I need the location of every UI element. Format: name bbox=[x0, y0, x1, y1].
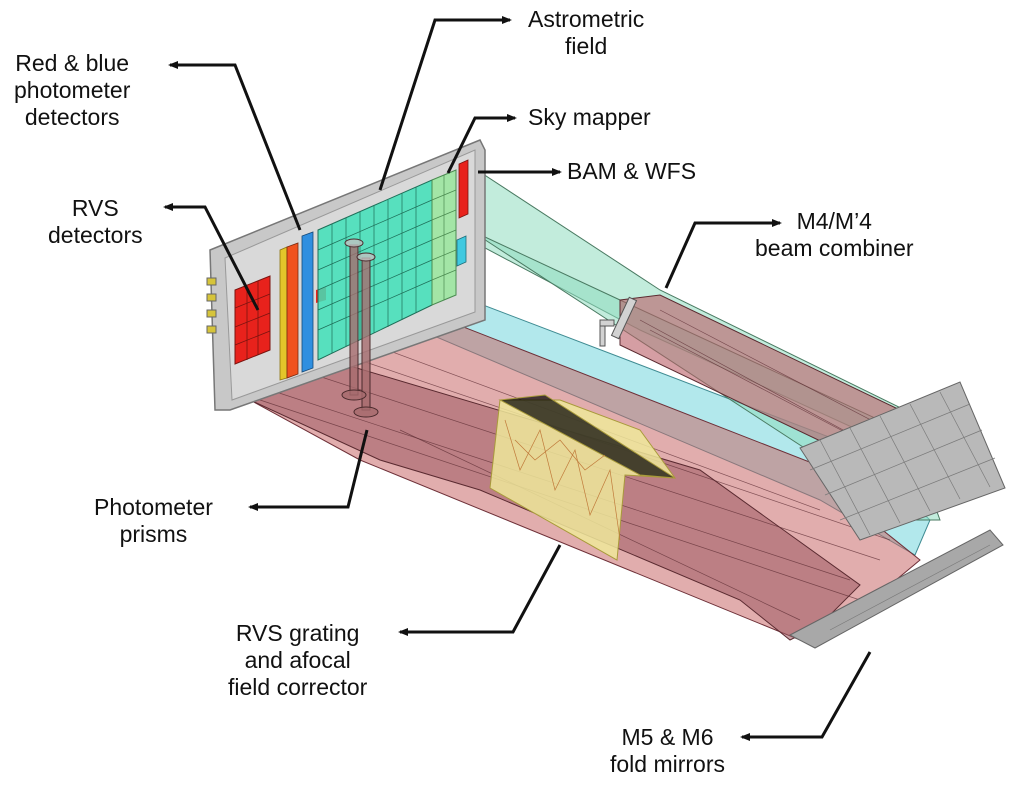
rp-ccd-strip bbox=[286, 242, 299, 379]
label-line: photometer bbox=[14, 77, 131, 103]
label-sky-mapper: Sky mapper bbox=[528, 104, 651, 131]
m6-mirror bbox=[788, 529, 1004, 649]
focal-plane-assembly bbox=[206, 139, 486, 418]
label-line: Red & blue bbox=[15, 50, 130, 76]
label-line: M4/M’4 bbox=[796, 208, 872, 234]
label-line: Sky mapper bbox=[528, 104, 651, 130]
m4-beam-combiner bbox=[599, 296, 638, 347]
bp-ccd-strip bbox=[301, 231, 314, 373]
label-astrometric-field: Astrometric field bbox=[528, 6, 644, 60]
label-line: field bbox=[565, 33, 608, 59]
label-line: M5 & M6 bbox=[621, 724, 714, 750]
wfs-cyan-ccd bbox=[456, 235, 467, 267]
rp-yellow-strip bbox=[279, 246, 288, 381]
photometer-prism-posts bbox=[341, 238, 379, 418]
label-rvs-grating: RVS grating and afocal field corrector bbox=[228, 620, 367, 701]
label-photometer-prisms: Photometer prisms bbox=[94, 494, 213, 548]
leader-photometer-prisms bbox=[248, 429, 369, 511]
label-m4-beam-combiner: M4/M’4 beam combiner bbox=[755, 208, 914, 262]
astrometric-ccd-grid bbox=[317, 187, 433, 353]
sky-mapper-grid bbox=[431, 175, 457, 300]
label-line: RVS grating bbox=[235, 620, 360, 646]
leader-red-blue-photometer bbox=[168, 61, 302, 231]
leader-m4 bbox=[664, 219, 782, 289]
label-line: RVS bbox=[71, 195, 119, 221]
m5-m6-fold-mirrors bbox=[788, 381, 1006, 649]
connector-pins bbox=[206, 277, 217, 334]
label-line: Astrometric bbox=[528, 6, 645, 32]
leader-rvs-detectors bbox=[163, 203, 260, 311]
label-line: detectors bbox=[48, 222, 143, 248]
label-line: prisms bbox=[119, 521, 188, 547]
leader-m5-m6 bbox=[740, 651, 872, 741]
leader-astrometric-field bbox=[378, 16, 512, 191]
label-line: beam combiner bbox=[755, 235, 914, 261]
label-red-blue-photometer-detectors: Red & blue photometer detectors bbox=[14, 50, 130, 131]
label-line: Photometer bbox=[94, 494, 213, 520]
leader-sky-mapper bbox=[446, 114, 517, 174]
label-line: detectors bbox=[24, 104, 120, 130]
label-rvs-detectors: RVS detectors bbox=[48, 195, 143, 249]
leader-lines bbox=[163, 16, 872, 741]
label-line: BAM & WFS bbox=[567, 158, 697, 184]
rvs-grating-box bbox=[489, 394, 677, 561]
grating-wireframe bbox=[504, 419, 621, 541]
label-m5-m6-fold-mirrors: M5 & M6 fold mirrors bbox=[610, 724, 725, 778]
label-line: and afocal bbox=[244, 647, 351, 673]
bam-wfs-ccd bbox=[458, 159, 469, 219]
label-bam-wfs: BAM & WFS bbox=[567, 158, 696, 185]
grating-top bbox=[498, 394, 676, 479]
mirror-triangle-pattern bbox=[809, 391, 996, 631]
leader-rvs-grating bbox=[398, 544, 562, 636]
label-line: fold mirrors bbox=[610, 751, 726, 777]
m5-mirror bbox=[799, 381, 1006, 541]
label-line: field corrector bbox=[228, 674, 368, 700]
